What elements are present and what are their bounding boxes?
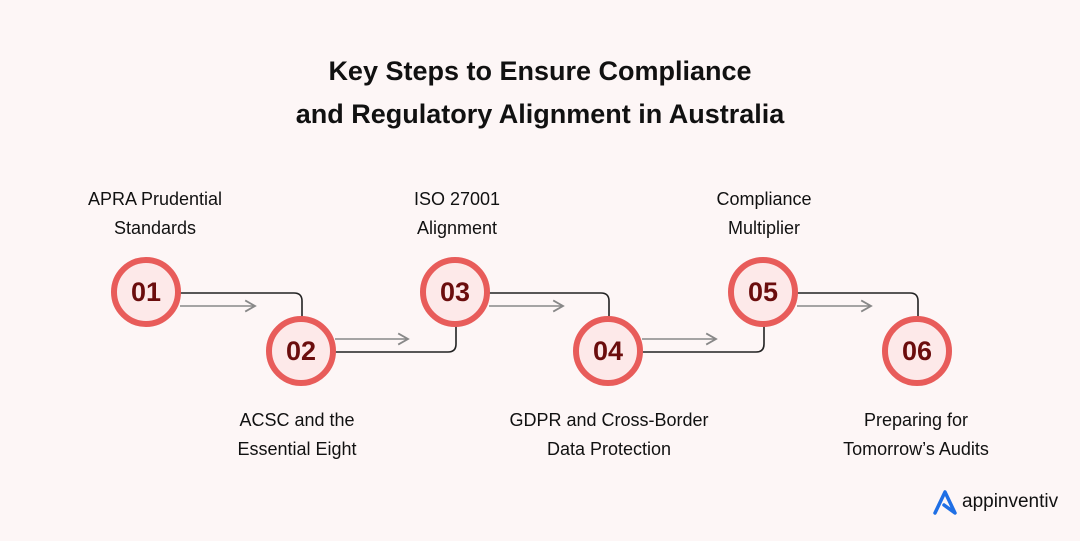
connector-1-2 — [180, 292, 303, 318]
label-line: Compliance — [716, 189, 812, 209]
label-line: Preparing for — [863, 410, 969, 430]
step-circle-01: 01 — [111, 257, 181, 327]
label-line: Multiplier — [727, 218, 801, 238]
title-line-2: and Regulatory Alignment in Australia — [295, 99, 785, 129]
label-line: ISO 27001 — [413, 189, 501, 209]
label-line: GDPR and Cross-Border — [509, 410, 709, 430]
label-line: Standards — [113, 218, 197, 238]
step-circle-06: 06 — [882, 316, 952, 386]
step-circle-03: 03 — [420, 257, 490, 327]
label-line: Alignment — [416, 218, 498, 238]
brand-logo: appinventiv — [932, 489, 1058, 515]
step-circle-02: 02 — [266, 316, 336, 386]
title-line-1: Key Steps to Ensure Compliance — [328, 56, 752, 86]
connector-2-3 — [335, 326, 457, 353]
appinventiv-logo-icon — [933, 490, 957, 515]
connector-5-6 — [797, 292, 919, 318]
label-line: Tomorrow’s Audits — [843, 439, 989, 459]
page-title: Key Steps to Ensure Compliance and Regul… — [0, 50, 1080, 136]
brand-name: appinventiv — [962, 491, 1059, 512]
connector-3-4 — [489, 292, 610, 318]
label-line: APRA Prudential — [87, 189, 223, 209]
label-line: Data Protection — [546, 439, 672, 459]
connector-4-5 — [642, 326, 765, 353]
label-line: ACSC and the — [239, 410, 355, 430]
step-circle-04: 04 — [573, 316, 643, 386]
label-line: Essential Eight — [237, 439, 357, 459]
step-circle-05: 05 — [728, 257, 798, 327]
